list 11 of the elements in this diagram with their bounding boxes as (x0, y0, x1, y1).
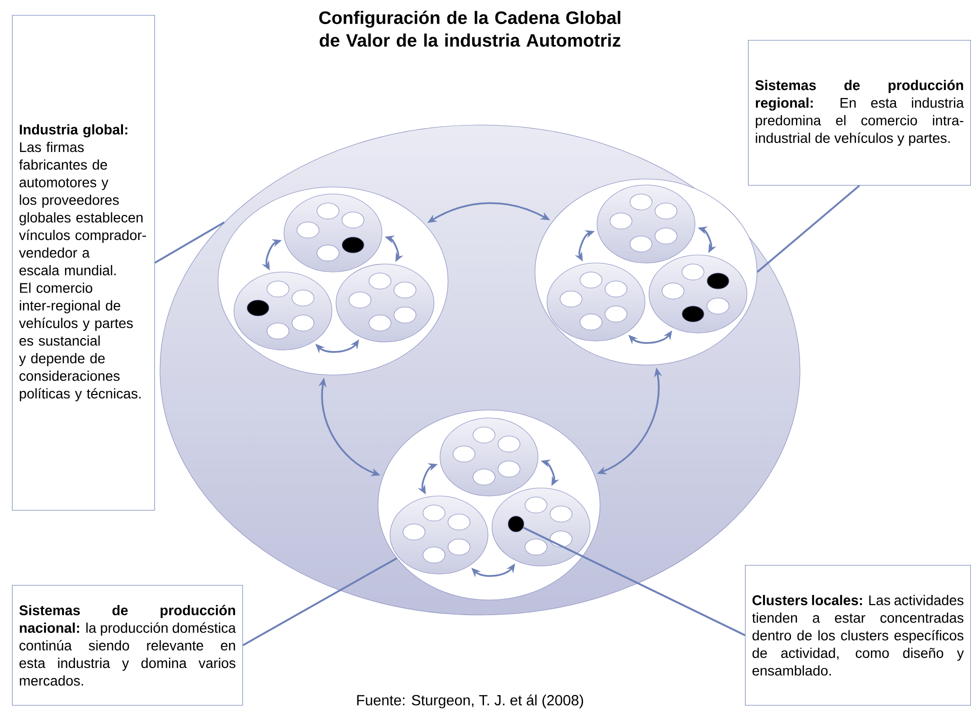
leader-line (242, 557, 398, 646)
leader-line (154, 222, 225, 264)
caption: Fuente: Sturgeon, T. J. et ál (2008) (357, 694, 584, 708)
leader-line (756, 184, 860, 273)
firm-dot (508, 516, 524, 532)
leader-line (523, 526, 746, 636)
text-box: Sistemas de producción nacional: la producción doméstica continúa siendo relevante en esta industria y domina varios mercados. (12, 585, 243, 706)
text-box: Sistemas de producción regional: En esta industria predomina el comercio intra-industrial de vehículos y partes. (748, 40, 971, 186)
title: Configuración de la Cadena Global de Valor de la industria Automotriz (319, 10, 620, 47)
text-box: Industria global: Las firmas fabricantes de automotores y los proveedores globales establecen vínculos comprador-vendedor a escala mundial. El comercio inter-regional de vehículos y partes es sustancial y depende de consideraciones políticas y técnicas. (12, 15, 155, 511)
text-box: Clusters locales: Las actividades tienden a estar concentradas dentro de los clusters específicos de actividad, como diseño y ensamblado. (745, 565, 971, 706)
